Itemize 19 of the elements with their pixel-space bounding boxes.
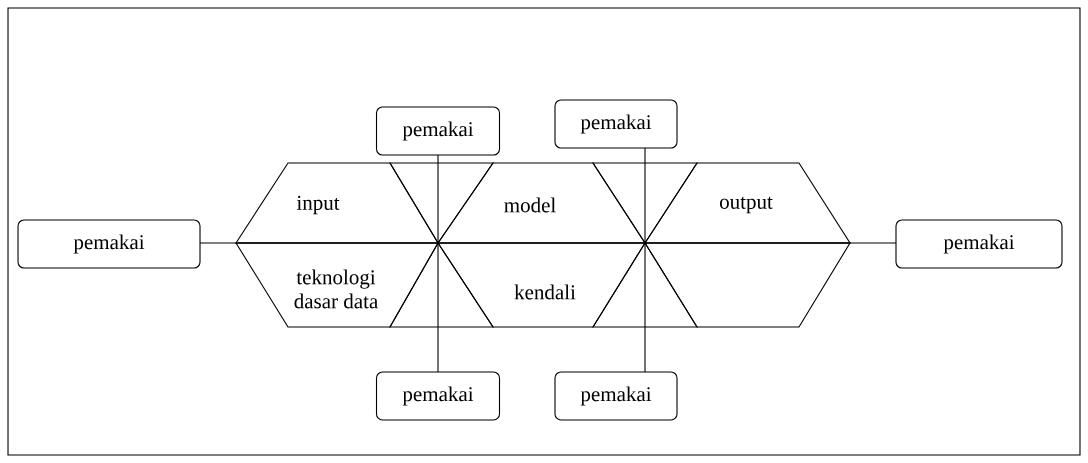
connector-line	[199, 242, 237, 244]
band-segment	[644, 242, 851, 328]
band-segment: output	[644, 162, 851, 244]
connector-line	[644, 147, 646, 164]
connector-line	[644, 326, 646, 373]
band-segment: input	[235, 162, 439, 244]
user-box: pemakai	[554, 99, 678, 149]
connector-line	[437, 326, 439, 373]
user-box: pemakai	[375, 371, 501, 421]
user-box: pemakai	[17, 219, 201, 269]
connector-line	[849, 242, 897, 244]
triangle-segment	[592, 162, 698, 244]
user-box: pemakai	[895, 219, 1063, 269]
user-box: pemakai	[375, 106, 501, 156]
triangle-segment	[389, 162, 495, 244]
user-box: pemakai	[554, 371, 678, 421]
band-segment: kendali	[437, 242, 646, 328]
connector-line	[437, 154, 439, 164]
band-segment: teknologi dasar data	[235, 242, 439, 328]
